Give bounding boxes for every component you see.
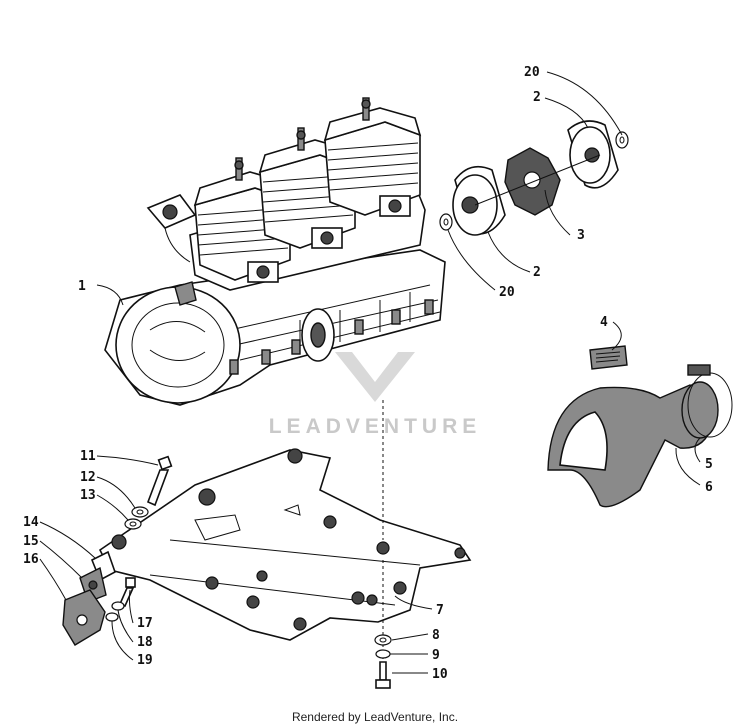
- callout-leaders: [39, 71, 701, 674]
- watermark-text: LEADVENTURE: [269, 415, 482, 438]
- render-credit: Rendered by LeadVenture, Inc.: [292, 710, 458, 724]
- callout-2-upper: 2: [533, 90, 541, 105]
- callout-13: 13: [80, 488, 96, 503]
- intake-silencer[interactable]: [547, 381, 719, 508]
- washer-12[interactable]: [131, 506, 149, 518]
- callout-5: 5: [705, 457, 713, 472]
- decal-4[interactable]: [589, 345, 628, 370]
- washer-20-right[interactable]: [615, 131, 629, 149]
- clamp-5[interactable]: [687, 364, 733, 438]
- callout-14: 14: [23, 515, 39, 530]
- callout-8: 8: [432, 628, 440, 643]
- bolt-10[interactable]: [375, 661, 391, 689]
- callout-12: 12: [80, 470, 96, 485]
- mount-plate[interactable]: [98, 448, 472, 641]
- lockwasher-9[interactable]: [375, 649, 391, 659]
- callout-19: 19: [137, 653, 153, 668]
- callout-4: 4: [600, 315, 608, 330]
- bolt-17[interactable]: [118, 577, 136, 608]
- engine-assembly[interactable]: [104, 97, 446, 406]
- callout-7: 7: [436, 603, 444, 618]
- callout-15: 15: [23, 534, 39, 549]
- callout-17: 17: [137, 616, 153, 631]
- coupler-hub-right[interactable]: [567, 120, 619, 189]
- watermark: LEADVENTURE: [269, 352, 482, 438]
- washer-20-left[interactable]: [439, 213, 453, 231]
- washer-13[interactable]: [124, 518, 142, 530]
- callout-1: 1: [78, 279, 86, 294]
- bolt-11[interactable]: [146, 455, 173, 507]
- washer-8[interactable]: [374, 634, 392, 646]
- mount-block-16[interactable]: [62, 589, 106, 646]
- nut-19[interactable]: [105, 612, 119, 622]
- callout-labels: 1 2 2 3 4 5 6 7 8 9 10 11 12 13 14 15 16…: [23, 65, 713, 682]
- callout-3: 3: [577, 228, 585, 243]
- callout-2-lower: 2: [533, 265, 541, 280]
- coupler-hub-left[interactable]: [452, 165, 506, 236]
- callout-16: 16: [23, 552, 39, 567]
- callout-9: 9: [432, 648, 440, 663]
- callout-18: 18: [137, 635, 153, 650]
- callout-11: 11: [80, 449, 96, 464]
- callout-10: 10: [432, 667, 448, 682]
- callout-6: 6: [705, 480, 713, 495]
- washer-18[interactable]: [111, 601, 125, 611]
- callout-20-upper: 20: [524, 65, 540, 80]
- callout-20-lower: 20: [499, 285, 515, 300]
